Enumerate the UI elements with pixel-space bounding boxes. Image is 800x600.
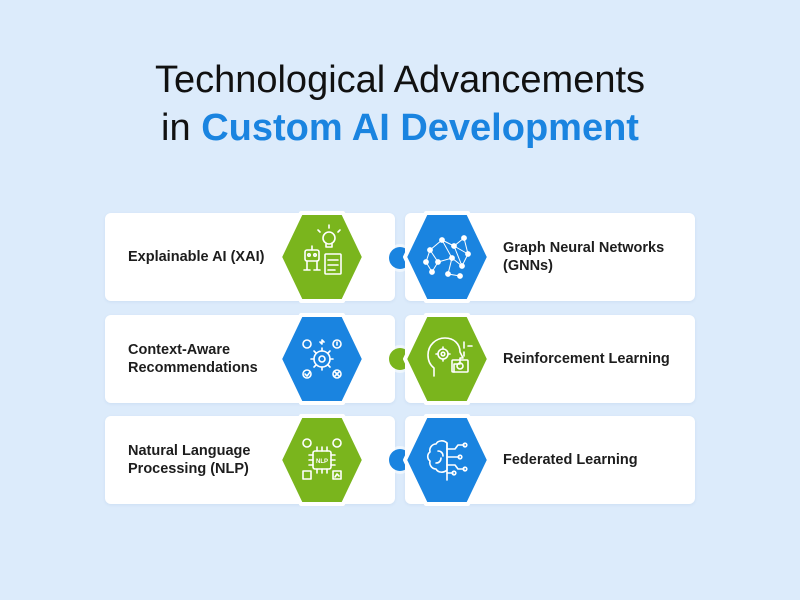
card-graph-neural-networks: Graph Neural Networks (GNNs) — [402, 210, 695, 304]
hexagon-badge — [402, 210, 492, 304]
card-label: Natural Language Processing (NLP) — [128, 443, 251, 477]
svg-text:NLP: NLP — [316, 459, 328, 465]
card-explainable-ai: Explainable AI (XAI) — [105, 210, 395, 304]
xai-robot-lightbulb-icon — [303, 224, 342, 275]
hexagon-badge: NLP — [277, 413, 367, 507]
title-accent: Custom AI Development — [201, 107, 639, 149]
card-natural-language-processing: Natural Language Processing (NLP) NLP — [105, 413, 395, 507]
card-label: Context-Aware Recommendations — [128, 342, 258, 376]
hexagon-badge — [277, 210, 367, 304]
card-label: Reinforcement Learning — [503, 351, 670, 367]
card-context-aware-recommendations: Context-Aware Recommendations — [105, 312, 395, 406]
card-label: Explainable AI (XAI) — [128, 249, 265, 265]
card-federated-learning: Federated Learning — [402, 413, 695, 507]
hexagon-badge — [402, 413, 492, 507]
title-line-2: in Custom AI Development — [0, 104, 800, 152]
title-line-1: Technological Advancements — [154, 59, 646, 101]
page-title: Technological Advancements in Custom AI … — [0, 56, 800, 152]
card-label: Federated Learning — [503, 452, 638, 468]
card-reinforcement-learning: Reinforcement Learning — [402, 312, 695, 406]
nlp-chip-icon: NLP — [302, 438, 342, 480]
neural-network-graph-icon — [423, 235, 471, 279]
recommendation-gear-icon — [302, 339, 342, 379]
head-gears-icon — [427, 337, 473, 377]
card-label: Graph Neural Networks (GNNs) — [503, 240, 665, 274]
brain-circuit-icon — [426, 440, 468, 481]
title-prefix: in — [161, 107, 202, 149]
hexagon-badge — [402, 312, 492, 406]
hexagon-badge — [277, 312, 367, 406]
